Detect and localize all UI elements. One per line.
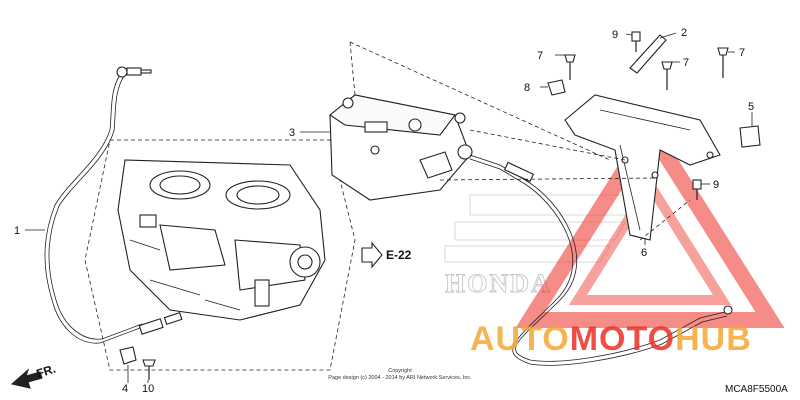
honda-wing-watermark: HONDA: [445, 194, 641, 298]
callout-6: 6: [641, 247, 647, 259]
reference-label: E-22: [386, 248, 412, 262]
watermark-text: AUTOMOTOHUB: [470, 320, 752, 358]
callout-7a: 7: [537, 50, 543, 62]
callout-9b: 9: [713, 179, 719, 191]
mounting-bracket: [547, 31, 761, 241]
callout-9a: 9: [612, 29, 618, 41]
drawing-code: MCA8F5500A: [725, 384, 788, 395]
throttle-cable-left: [44, 66, 183, 344]
automotohub-watermark: AUTOMOTOHUB: [470, 320, 752, 358]
callout-7b: 7: [683, 57, 689, 69]
callout-8: 8: [524, 82, 530, 94]
watermark-part-3: HUB: [675, 320, 752, 358]
copyright-line-2: Page design (c) 2004 - 2014 by ARI Netwo…: [328, 375, 472, 381]
callout-5: 5: [748, 101, 754, 113]
callout-4: 4: [122, 383, 128, 395]
leader-lines: [25, 32, 753, 383]
front-direction-indicator: FR.: [10, 362, 58, 389]
callout-1: 1: [14, 225, 20, 237]
callout-10: 10: [142, 383, 154, 395]
control-unit: [329, 94, 473, 201]
watermark-part-1: AUTO: [470, 320, 570, 358]
triangle-logo-watermark: [515, 115, 785, 328]
callout-labels: 1 2 3 4 5 6 7 7 7 8 9 9 10: [14, 27, 754, 395]
callout-2: 2: [681, 27, 687, 39]
honda-brand-text: HONDA: [445, 269, 552, 298]
throttle-body-boundary: [84, 139, 356, 371]
watermark-part-2: MOTO: [570, 320, 675, 358]
control-cable: [469, 154, 733, 366]
reference-e22: E-22: [361, 241, 412, 269]
throttle-body: [117, 159, 326, 321]
direction-label: FR.: [35, 362, 58, 381]
small-parts-bottom: [119, 346, 156, 380]
callout-7c: 7: [739, 47, 745, 59]
callout-3: 3: [289, 127, 295, 139]
copyright-line-1: Copyright: [388, 368, 412, 374]
